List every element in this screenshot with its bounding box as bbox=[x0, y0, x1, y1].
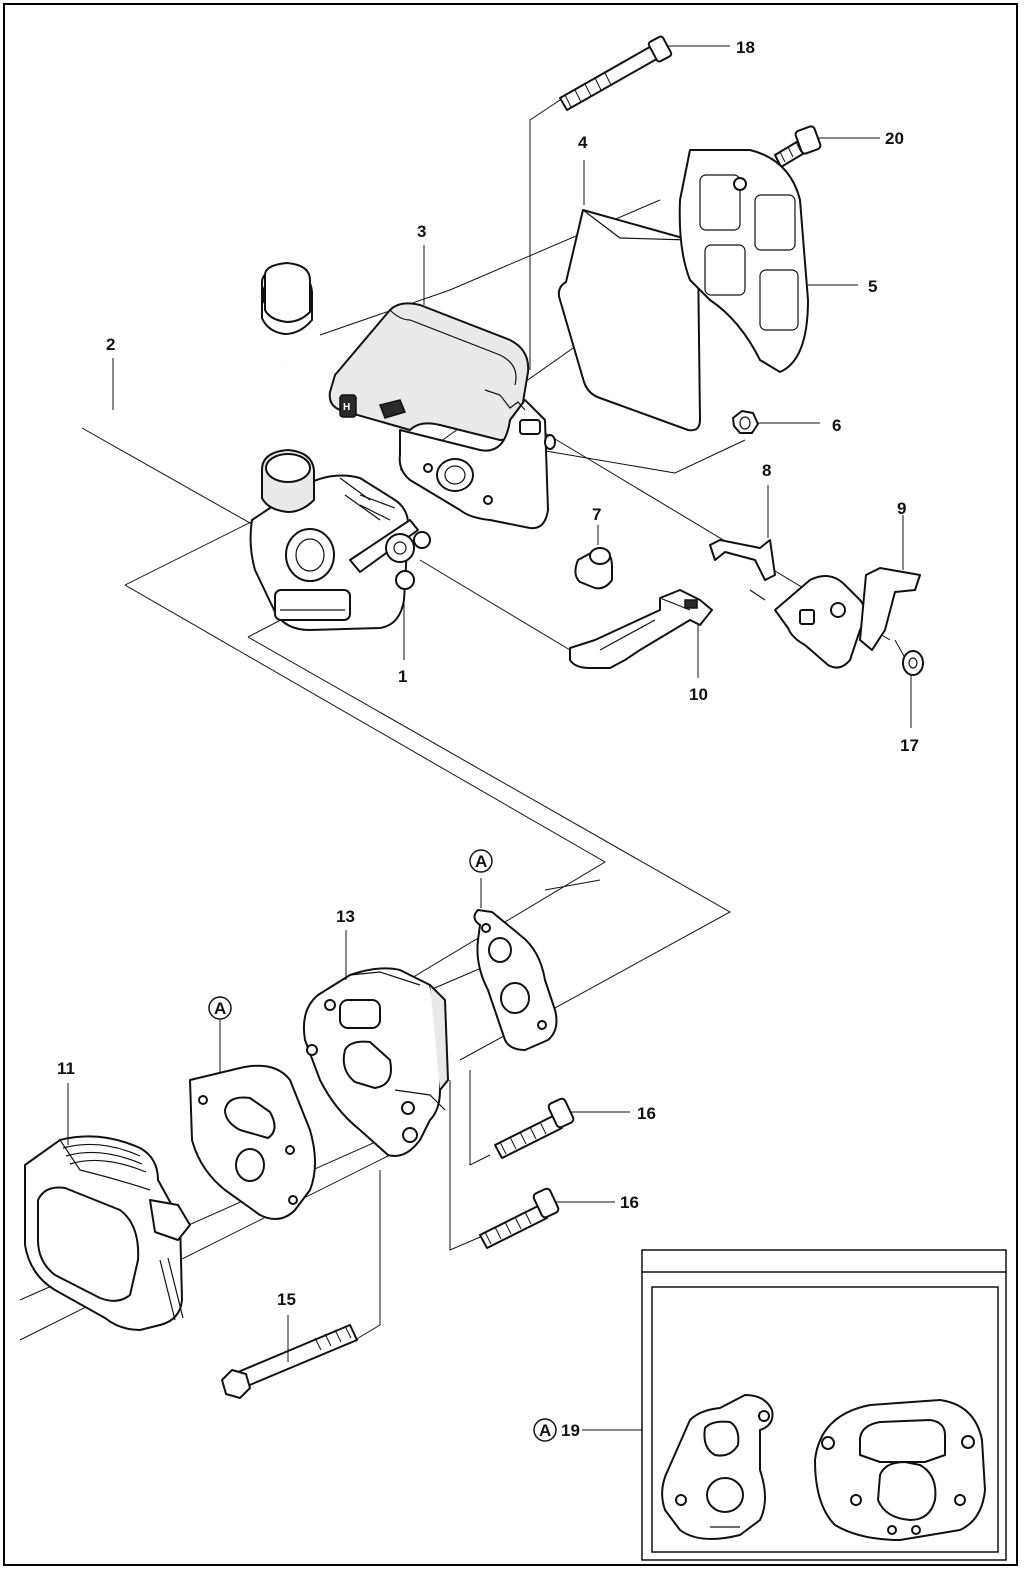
part-6-nut bbox=[732, 410, 820, 434]
callout-18: 18 bbox=[736, 38, 755, 57]
callout-15: 15 bbox=[277, 1290, 296, 1309]
callout-20: 20 bbox=[885, 129, 904, 148]
callout-2: 2 bbox=[106, 335, 115, 354]
callout-5: 5 bbox=[868, 277, 877, 296]
svg-text:H: H bbox=[343, 402, 350, 413]
callout-6: 6 bbox=[832, 416, 841, 435]
part-11-insulator bbox=[24, 1083, 191, 1331]
part-10-choke-lever bbox=[569, 589, 713, 678]
callout-7: 7 bbox=[592, 505, 601, 524]
marker-a-top-circle bbox=[469, 849, 493, 873]
part-13-carb-spacer bbox=[302, 930, 449, 1157]
callout-16-lower: 16 bbox=[620, 1193, 639, 1212]
callout-17: 17 bbox=[900, 736, 919, 755]
marker-a-top: A bbox=[475, 852, 487, 871]
part-9-trigger bbox=[774, 515, 921, 669]
gasket-a-upper bbox=[469, 849, 558, 1051]
callout-16-upper: 16 bbox=[637, 1104, 656, 1123]
marker-a-left-circle bbox=[208, 996, 232, 1020]
part-4-air-filter bbox=[557, 160, 701, 432]
callout-3: 3 bbox=[417, 222, 426, 241]
part-17-screw bbox=[894, 639, 924, 728]
part-5-filter-frame bbox=[678, 149, 858, 373]
callout-labels: 1 2 3 4 5 6 7 8 9 10 11 13 15 16 16 17 1… bbox=[57, 38, 919, 1440]
marker-a-left: A bbox=[214, 999, 226, 1018]
part-16-bolt-upper bbox=[494, 1097, 630, 1159]
part-20-short-bolt bbox=[774, 125, 880, 168]
part-7-sleeve bbox=[574, 525, 613, 590]
part-16-bolt-lower bbox=[479, 1187, 615, 1249]
callout-8: 8 bbox=[762, 461, 771, 480]
callout-4: 4 bbox=[578, 133, 588, 152]
callout-9: 9 bbox=[897, 499, 906, 518]
callout-19: 19 bbox=[561, 1421, 580, 1440]
callout-10: 10 bbox=[689, 685, 708, 704]
part-1-carburetor bbox=[249, 262, 431, 660]
part-3-filter-cover: H bbox=[328, 245, 530, 441]
part-15-long-bolt bbox=[221, 1315, 358, 1399]
part-2-throttle-rod bbox=[74, 358, 281, 443]
part-19-gasket-kit-inset bbox=[533, 1249, 1007, 1561]
marker-a-kit-circle bbox=[533, 1418, 557, 1442]
gasket-a-left bbox=[189, 996, 316, 1220]
marker-a-kit: A bbox=[539, 1421, 551, 1440]
part-8-spring bbox=[709, 485, 776, 601]
part-3-intake-adapter bbox=[398, 389, 556, 530]
part-18-long-bolt bbox=[559, 35, 730, 111]
callout-13: 13 bbox=[336, 907, 355, 926]
callout-1: 1 bbox=[398, 667, 407, 686]
callout-11: 11 bbox=[57, 1059, 75, 1078]
